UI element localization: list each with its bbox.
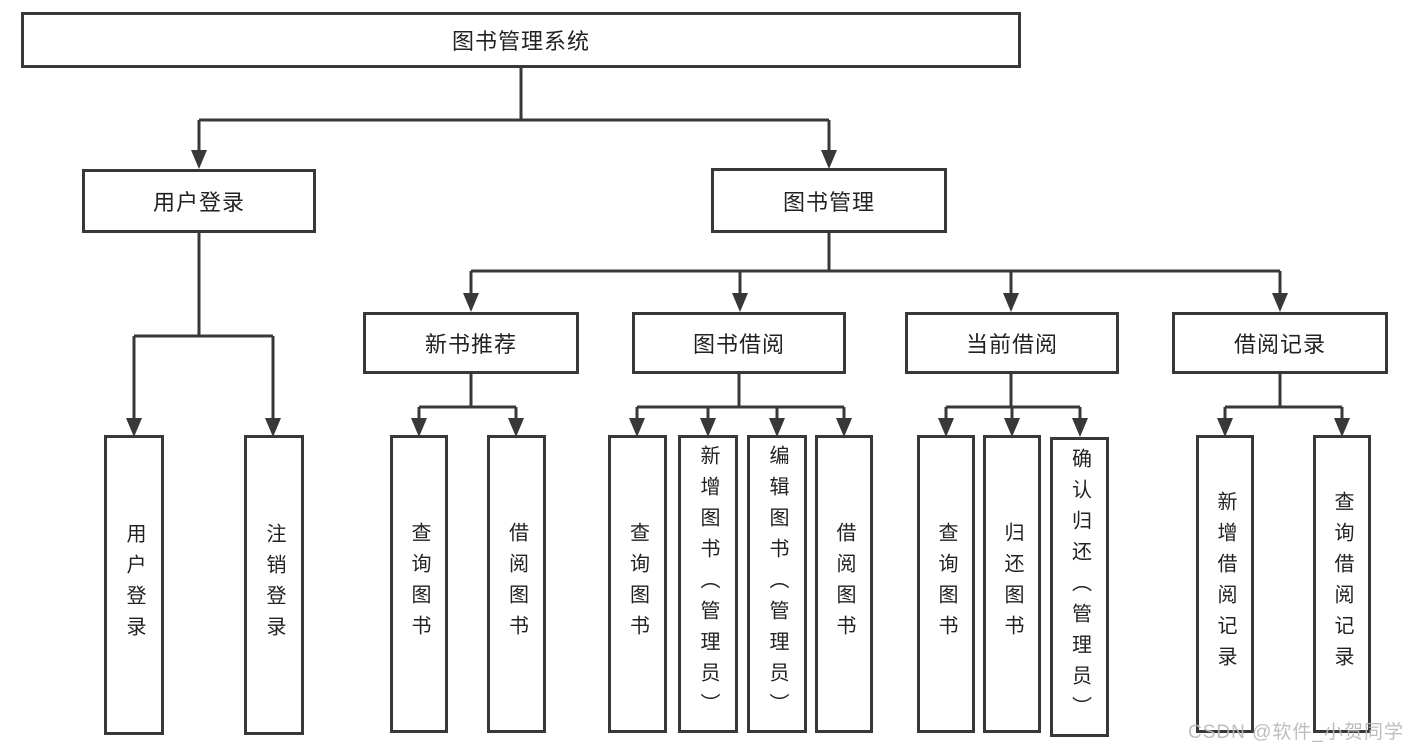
arrowhead-icons bbox=[126, 150, 1350, 437]
leaf-confirm-return-admin: 确认归还（管理员） bbox=[1050, 437, 1109, 737]
leaf-borrow-books: 借阅图书 bbox=[815, 435, 873, 733]
leaf-query-books-current: 查询图书 bbox=[917, 435, 975, 733]
leaf-add-books-admin: 新增图书（管理员） bbox=[678, 435, 738, 733]
node-current-borrowing: 当前借阅 bbox=[905, 312, 1119, 374]
leaf-user-login: 用户登录 bbox=[104, 435, 164, 735]
node-borrowing-records: 借阅记录 bbox=[1172, 312, 1388, 374]
node-book-management-branch: 图书管理 bbox=[711, 168, 947, 233]
node-new-book-recommendation: 新书推荐 bbox=[363, 312, 579, 374]
leaf-return-books: 归还图书 bbox=[983, 435, 1041, 733]
leaf-logout: 注销登录 bbox=[244, 435, 304, 735]
csdn-watermark: CSDN @软件_小贺同学 bbox=[1188, 722, 1404, 743]
node-book-borrowing: 图书借阅 bbox=[632, 312, 846, 374]
leaf-edit-books-admin: 编辑图书（管理员） bbox=[747, 435, 807, 733]
leaf-add-borrow-record: 新增借阅记录 bbox=[1196, 435, 1254, 733]
node-user-login-branch: 用户登录 bbox=[82, 169, 316, 233]
leaf-borrow-books-recommend: 借阅图书 bbox=[487, 435, 546, 733]
node-library-management-system: 图书管理系统 bbox=[21, 12, 1021, 68]
leaf-query-borrow-record: 查询借阅记录 bbox=[1313, 435, 1371, 733]
leaf-query-books-recommend: 查询图书 bbox=[390, 435, 448, 733]
leaf-query-books-borrowing: 查询图书 bbox=[608, 435, 667, 733]
